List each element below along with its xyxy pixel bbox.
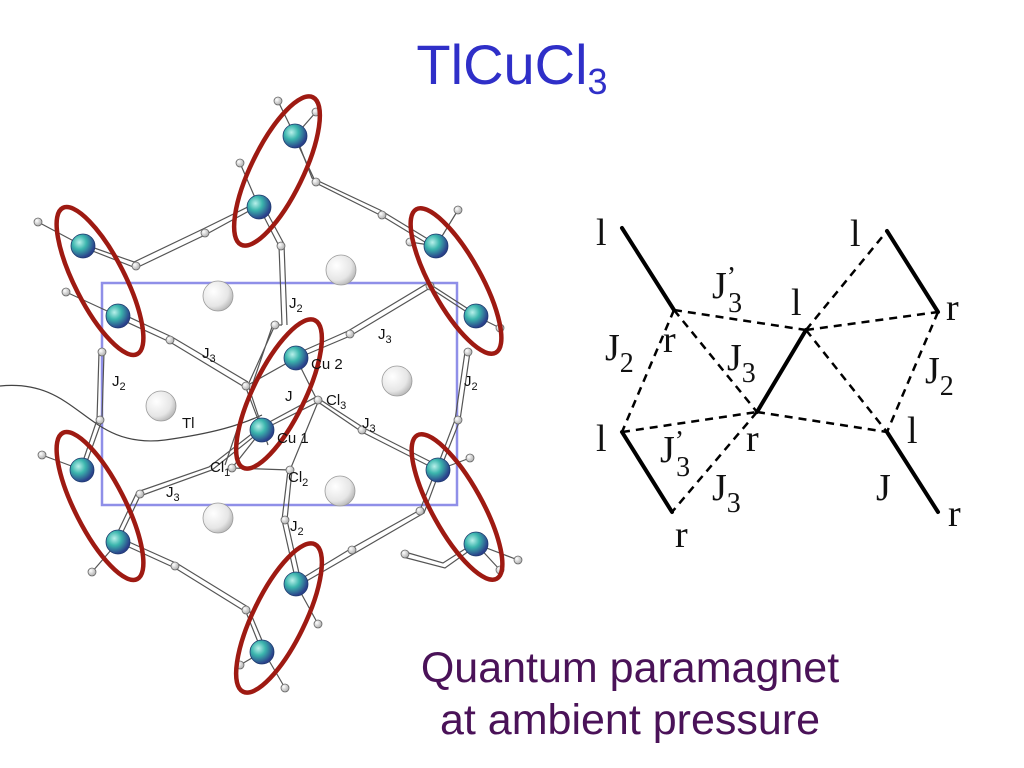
site-r-bottom-right: r (948, 493, 961, 535)
site-r-bottom-left: r (675, 514, 688, 556)
label-j2-right: J2 (464, 373, 478, 393)
label-cl2: Cl2 (288, 469, 308, 489)
small-atoms (33, 96, 523, 693)
label-j3-prime-top: J’3 (712, 262, 742, 319)
dimer-ellipse-top (231, 94, 323, 248)
label-j3-prime-bottom: J’3 (660, 426, 690, 483)
dimer-ellipses (54, 94, 505, 695)
slide-caption: Quantum paramagnet at ambient pressure (380, 642, 880, 746)
dimer-bond-bottom-right (885, 430, 940, 514)
label-j2-bottom: J2 (290, 518, 304, 538)
label-j3-scheme-center: J3 (727, 337, 756, 389)
label-j3-center-right: J3 (362, 415, 376, 435)
caption-line-1: Quantum paramagnet (420, 644, 840, 692)
dimer-bond-top-right (885, 229, 940, 314)
label-tl: Tl (182, 415, 195, 432)
site-l-top-right: l (850, 213, 861, 255)
label-j2-scheme-left: J2 (605, 327, 634, 379)
bond-network (37, 100, 519, 689)
site-l-center: l (791, 282, 802, 324)
label-j3-upper-left: J3 (202, 345, 216, 365)
label-j-scheme: J (876, 467, 891, 509)
dimer-bond-center (755, 328, 808, 414)
tl-atoms (145, 254, 413, 534)
site-r-center: r (746, 418, 759, 460)
curve-line (0, 384, 263, 442)
site-r-top-left: r (663, 319, 676, 361)
dimer-ellipse-lower-left (54, 429, 146, 583)
label-j3-lower-left: J3 (166, 484, 180, 504)
dimer-bond-top-left (620, 226, 676, 312)
crystal-labels: J2 J3 J3 J2 J2 Cu 2 J Cl3 Tl J3 Cu 1 Cl1… (112, 295, 478, 538)
label-cl1: Cl1 (210, 459, 230, 479)
label-j3-upper-right: J3 (378, 326, 392, 346)
site-l-bottom-right: l (907, 410, 918, 452)
slide-title: TlCuCl3 (0, 32, 1024, 103)
label-j2-top: J2 (289, 295, 303, 315)
site-l-top-left: l (596, 212, 607, 254)
unit-cell (100, 281, 459, 507)
dimer-ellipse-center (233, 317, 325, 471)
dimer-ellipse-upper-right (408, 206, 504, 356)
label-j3-scheme-bottom: J3 (712, 467, 741, 519)
label-j2-left: J2 (112, 373, 126, 393)
label-j2-scheme-right: J2 (925, 350, 954, 402)
site-r-top-right: r (946, 287, 959, 329)
label-cl3: Cl3 (326, 392, 346, 412)
dimer-ellipse-lower-right (409, 432, 505, 582)
site-l-bottom-left: l (596, 418, 607, 460)
label-j-intradimer: J (285, 388, 293, 405)
title-main: TlCuCl (416, 33, 588, 96)
caption-line-2: at ambient pressure (439, 696, 821, 744)
title-subscript: 3 (587, 61, 608, 102)
cu-atoms (69, 123, 489, 665)
label-cu1: Cu 1 (277, 430, 309, 447)
dimer-ellipse-bottom (233, 541, 325, 695)
dimer-ellipse-upper-left (54, 204, 146, 358)
exchange-scheme: l r l r l r l r l r J’3 J2 J3 J2 J’3 J3 … (596, 212, 961, 556)
dimer-bond-bottom-left (620, 430, 674, 514)
label-cu2: Cu 2 (311, 356, 343, 373)
